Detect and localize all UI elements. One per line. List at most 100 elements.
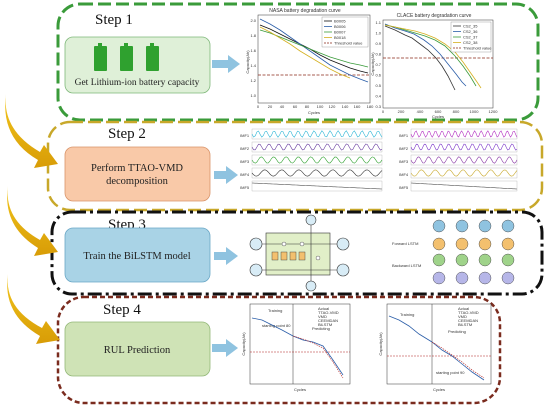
imf-trace [410,182,518,190]
imf-traces-left [251,128,383,192]
calce-legend-item: CS2_37 [463,35,478,40]
imf-label: IMF2 [240,146,250,151]
nasa-ytick: 2.0 [250,18,256,23]
rul2-legend-item: CEEMDAN [458,318,478,323]
calce-series-cs2-38 [384,24,482,89]
nasa-ytick: 1.0 [250,93,256,98]
nasa-legend-item: B0018 [334,35,346,40]
rul1-legend-item: VMD [318,314,327,319]
calce-yticks: 1.1 1.0 0.9 0.8 0.7 0.6 0.5 0.4 0.3 [375,20,381,109]
right-arrow-icon [214,247,238,265]
rul2-legend-item: BiLSTM [458,322,472,327]
step-transition-arrows [5,94,60,344]
calce-xtick: 200 [398,109,405,114]
nasa-xticks: 0 20 40 60 80 100 120 140 160 180 [257,104,374,109]
bilstm-node [478,271,492,285]
calce-series-cs2-35 [384,25,456,91]
nasa-legend-item: Threshold value [334,41,363,46]
step-1-group: Step 1 Get Lithium-ion battery capacity … [56,2,540,122]
bilstm-node [432,253,446,267]
bilstm-node [432,271,446,285]
nasa-ytick: 1.4 [250,63,256,68]
imf-trace [251,130,383,138]
calce-ytick: 0.7 [375,62,381,67]
rul1-xlabel: Cycles [294,387,306,392]
step-1-box-label: Get Lithium-ion battery capacity [75,78,200,88]
calce-legend-item: CS2_38 [463,40,478,45]
imf-label: IMF3 [399,159,409,164]
imf-trace [410,156,518,164]
step-2-box [64,146,211,202]
rul1-training-label: Training [268,308,282,313]
backward-lstm-label: Backward LSTM [392,263,421,268]
imf-trace-frame [251,180,383,192]
calce-chart: CLACE battery degradation curve Capacity… [370,13,498,119]
nasa-chart: NASA battery degradation curve Capacity(… [245,8,374,115]
calce-series-cs2-36 [384,23,467,87]
imf-label: IMF3 [240,159,250,164]
nasa-xlabel: Cycles [308,110,320,115]
step-4-box [64,321,211,377]
nasa-yticks: 2.0 1.8 1.6 1.4 1.2 1.0 [250,18,256,98]
right-arrow-icon [214,166,238,184]
step-3-box [64,227,211,283]
rul2-actual [388,315,485,381]
step-1-title: Step 1 [95,12,133,28]
nasa-xtick: 80 [305,104,310,109]
calce-chart-title: CLACE battery degradation curve [397,13,472,19]
nasa-legend-item: B0006 [334,24,346,29]
imf-trace [251,182,383,190]
nasa-ytick: 1.8 [250,33,256,38]
calce-xtick: 0 [382,109,385,114]
rul1-legend-item: TTAO-VMD [318,310,339,315]
nasa-xtick: 100 [317,104,324,109]
nasa-ytick: 1.2 [250,78,256,83]
step-4-title: Step 4 [103,302,141,318]
imf-trace [251,156,383,164]
calce-ylabel: Capacity(Ah) [370,52,375,76]
imf-label: IMF5 [399,185,409,190]
rul2-legend-item: VMD [458,314,467,319]
bilstm-node [478,253,492,267]
calce-xtick: 800 [453,109,460,114]
imf-panel-right: IMF1 IMF2 IMF3 IMF4 IMF5 [399,128,518,192]
right-arrow-icon [212,55,240,73]
calce-xtick: 1000 [470,109,480,114]
imf-label: IMF5 [240,185,250,190]
rul1-predicted [292,335,344,379]
bilstm-grid: Forward LSTM Backward LSTM [392,219,515,285]
step-4-group: Step 4 RUL Prediction Capacity(Ah) Cycle… [56,295,502,405]
imf-trace [410,169,518,177]
rul2-xlabel: Cycles [433,387,445,392]
imf-traces-right [410,128,518,192]
bilstm-nodes [432,219,515,285]
nasa-series-b0005 [259,24,369,74]
bilstm-node [455,237,469,251]
imf-trace [410,130,518,138]
rul1-legend-item: CEEMDAN [318,318,338,323]
rul2-legend-item: TTAO-VMD [458,310,479,315]
rul1-legend-item: BiLSTM [318,322,332,327]
rul2-training-label: Training [400,312,414,317]
bilstm-node [478,219,492,233]
forward-lstm-label: Forward LSTM [392,241,418,246]
bilstm-node [478,237,492,251]
nasa-xtick: 140 [342,104,349,109]
nasa-series-b0006 [259,18,369,83]
calce-ytick: 0.4 [375,94,381,99]
imf-trace [251,169,383,177]
step-2-title: Step 2 [108,126,146,142]
bilstm-node [432,237,446,251]
calce-series-cs2-37 [384,24,477,87]
imf-label: IMF1 [240,133,250,138]
imf-label: IMF1 [399,133,409,138]
calce-ytick: 1.1 [375,20,381,25]
calce-xticks: 0 200 400 600 800 1000 1200 [382,109,498,114]
imf-label: IMF4 [240,172,250,177]
step-3-group: Step 3 Train the BiLSTM model Fo [50,210,544,296]
calce-legend-item: CS2_36 [463,29,478,34]
imf-trace [251,143,383,151]
nasa-xtick: 0 [257,104,260,109]
nasa-series-b0018 [259,26,351,79]
